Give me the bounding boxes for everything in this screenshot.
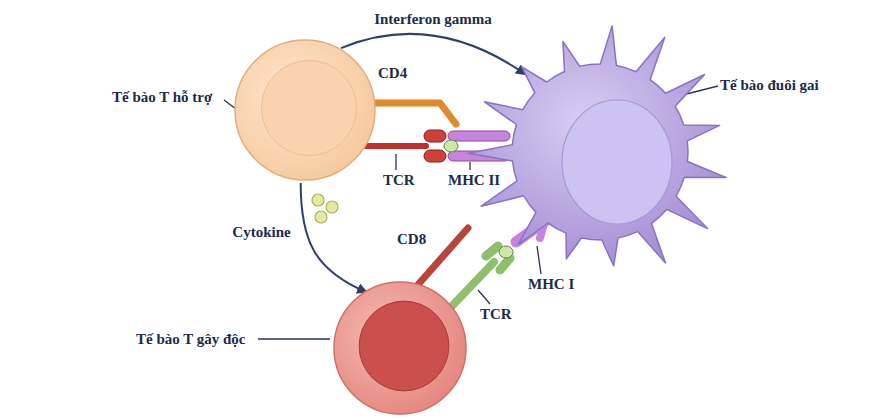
dendritic-membrane <box>468 26 726 266</box>
cytokine-dot <box>315 211 327 223</box>
molecule-label-slot: MHC I <box>528 275 574 293</box>
leader-line <box>469 162 470 170</box>
cytokine-dots <box>312 194 338 223</box>
leader-line <box>537 246 541 274</box>
cell-nucleus <box>359 301 449 391</box>
molecule-label: MHC II <box>448 171 500 189</box>
cell-node: Tế bào đuôi gai <box>455 12 740 270</box>
antigen-peptide <box>499 246 513 258</box>
molecule-label-slot: CD4 <box>378 64 407 82</box>
tcr-receptor <box>424 130 446 142</box>
molecule-label-slot: TCR <box>383 171 415 189</box>
cd4-receptor <box>368 103 456 124</box>
cell-node: Tế bào T gây độc <box>332 280 468 416</box>
cell-node: Tế bào T hỗ trợ <box>233 38 377 182</box>
edge-label-slot: Cytokine <box>230 223 292 241</box>
mhc2-molecule <box>448 131 510 141</box>
leader-line <box>395 154 396 170</box>
cell-membrane <box>334 282 466 414</box>
tcr-receptor <box>366 143 426 149</box>
edge-label: Interferon gamma <box>372 10 494 28</box>
cell-label-slot: Tế bào T gây độc <box>136 330 245 348</box>
molecule-label-slot: MHC II <box>448 171 500 189</box>
molecule-label: TCR <box>383 171 415 189</box>
cell-nucleus <box>261 60 356 155</box>
molecule-label: CD4 <box>378 64 407 82</box>
cell-membrane <box>235 40 375 180</box>
leader-line <box>478 290 490 304</box>
molecule-label-slot: TCR <box>480 305 512 323</box>
cell-label-slot: Tế bào T hỗ trợ <box>112 88 212 106</box>
cell-shape <box>455 12 740 270</box>
cell-nucleus <box>562 100 672 224</box>
cell-shape <box>332 280 468 416</box>
edge-label-slot: Interferon gamma <box>372 10 494 28</box>
leader-line <box>258 338 330 339</box>
molecule-label: MHC I <box>528 275 574 293</box>
tcr-receptor <box>424 150 446 162</box>
tcr-receptor <box>452 262 494 306</box>
antigen-peptide <box>444 140 458 152</box>
cell-label-slot: Tế bào đuôi gai <box>720 76 819 94</box>
cytokine-dot <box>326 201 338 213</box>
cell-shape <box>233 38 377 182</box>
edge-label: Cytokine <box>230 223 292 241</box>
molecule-label-slot: CD8 <box>397 230 426 248</box>
molecule-label: TCR <box>480 305 512 323</box>
signal-arrow <box>301 183 366 292</box>
cell-label: Tế bào T gây độc <box>136 330 245 348</box>
molecule-label: CD8 <box>397 230 426 248</box>
cytokine-dot <box>312 194 324 206</box>
signal-arrow <box>341 34 525 74</box>
cell-label: Tế bào T hỗ trợ <box>112 88 212 106</box>
cell-label: Tế bào đuôi gai <box>720 76 819 94</box>
